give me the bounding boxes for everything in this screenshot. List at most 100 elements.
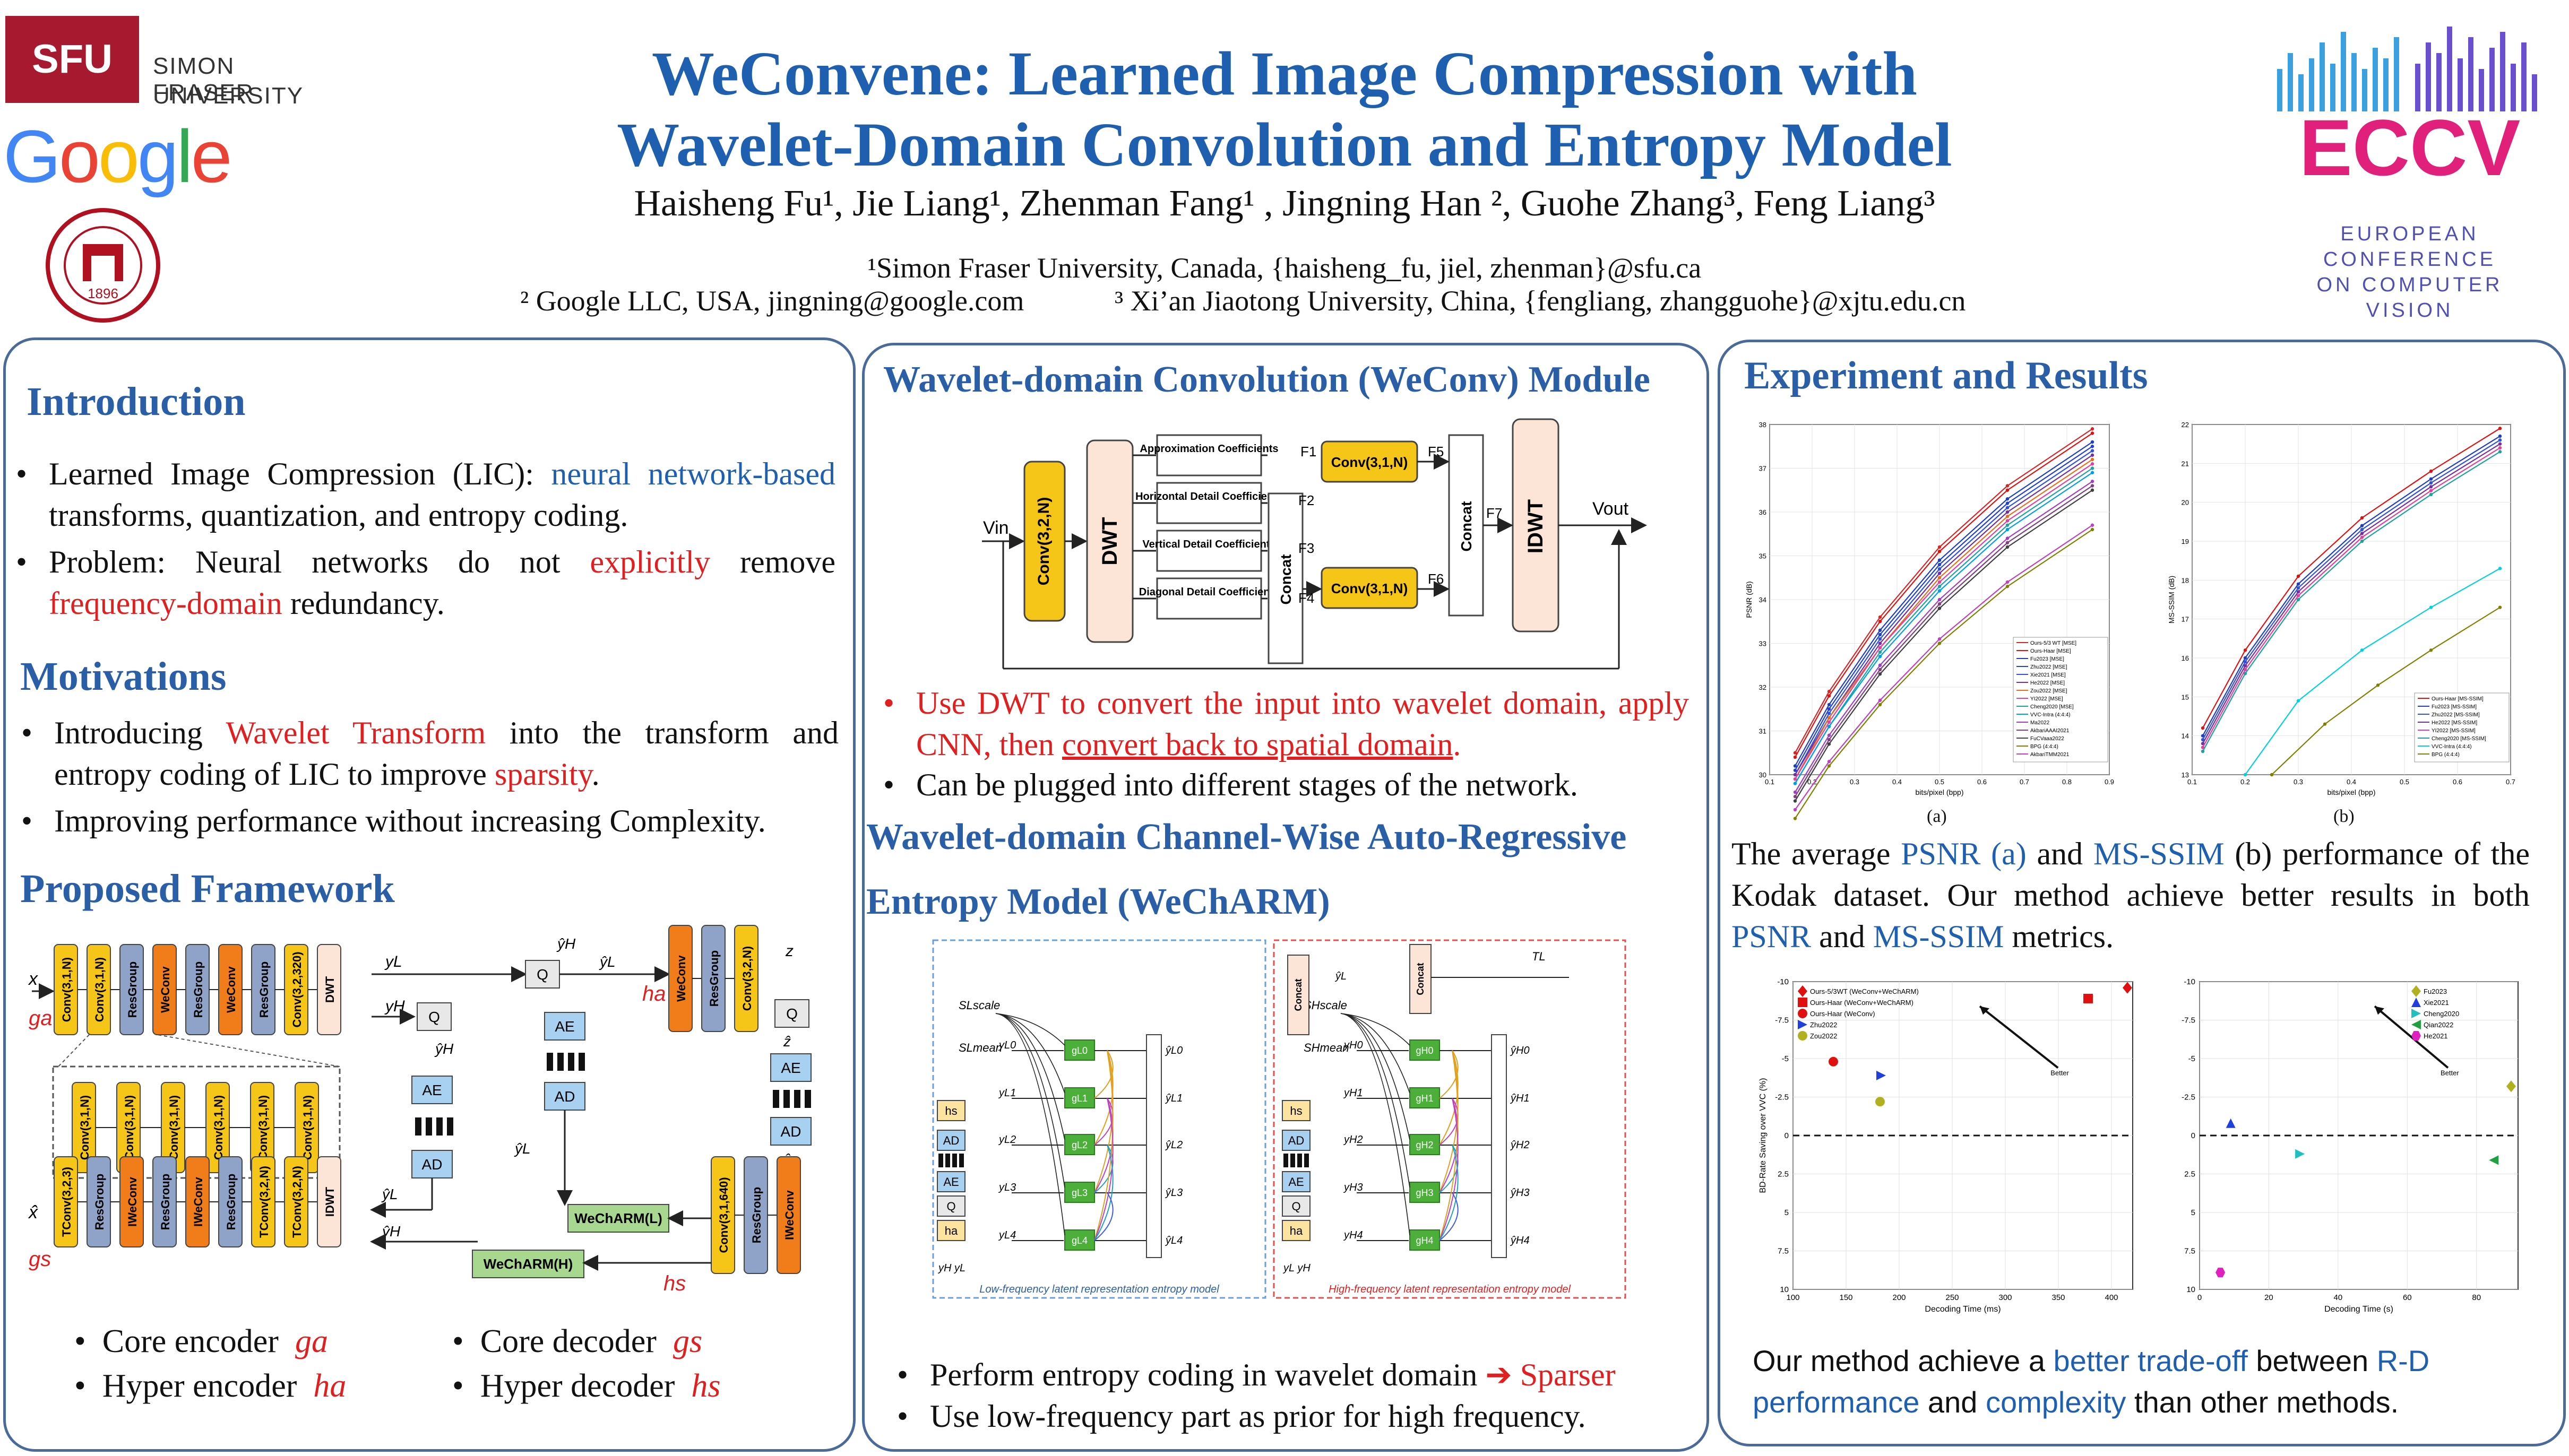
series-point — [1827, 690, 1831, 694]
series-point — [2090, 449, 2094, 453]
coef-box — [1156, 434, 1262, 476]
wc-g-label: gH0 — [1416, 1045, 1433, 1056]
fw-block-label: Conv(3,1,N) — [78, 1095, 91, 1160]
fw-ad1: AD — [422, 1156, 443, 1173]
series-point — [2429, 489, 2433, 492]
y-tick-label: 5 — [2191, 1208, 2195, 1217]
wecharm-bullet-1: •Perform entropy coding in wavelet domai… — [897, 1357, 1616, 1392]
x-tick-label: 0.4 — [1892, 778, 1902, 786]
fw-block-label: ResGroup — [750, 1187, 763, 1243]
better-arrow-head — [2375, 1006, 2384, 1015]
wc-node — [937, 1171, 965, 1192]
y-tick-label: 21 — [2182, 460, 2189, 467]
series-line — [2202, 436, 2501, 736]
series-line — [2202, 439, 2501, 740]
fw-yhatL-bottom: ŷL — [381, 1186, 398, 1202]
x-tick-label: 0.9 — [2105, 778, 2114, 786]
series-point — [2005, 488, 2010, 492]
series-point — [2498, 434, 2502, 438]
series-point — [2090, 466, 2094, 470]
fw-q3: Q — [786, 1006, 798, 1022]
x-tick-label: 0.7 — [2020, 778, 2029, 786]
google-logo: Google — [3, 111, 232, 202]
series-point — [2429, 648, 2433, 652]
scatter-point — [2083, 993, 2093, 1003]
wc-scale: SHscale — [1304, 999, 1347, 1012]
fw-block-label: Conv(3,2,320) — [290, 951, 304, 1027]
x-tick-label: 0.5 — [2400, 778, 2409, 786]
legend-label: He2021 — [2424, 1032, 2448, 1040]
x-tick-label: 20 — [2264, 1293, 2273, 1302]
wc-node-label: Q — [946, 1200, 955, 1213]
affiliation-2: ² Google LLC, USA, jingning@google.com — [520, 285, 1024, 317]
fw-block-label: IWeConv — [783, 1190, 796, 1240]
fw-block — [777, 1156, 801, 1274]
x-axis-label: bits/pixel (bpp) — [2327, 788, 2375, 796]
wc-in-label: yL1 — [998, 1087, 1016, 1099]
scatter-point — [2215, 1268, 2226, 1278]
x-tick-label: 0.4 — [2347, 778, 2356, 786]
scatter-point — [2123, 982, 2132, 994]
legend-core-encoder: Core encoder — [102, 1323, 279, 1359]
series-point — [2296, 582, 2300, 586]
series-point — [1827, 738, 1831, 742]
scatter-point — [1875, 1097, 1885, 1107]
better-label: Better — [2050, 1069, 2069, 1077]
results-text-1: The average PSNR (a) and MS-SSIM (b) per… — [1731, 836, 2530, 954]
legend-label: FuCVaaa2022 — [2030, 736, 2064, 742]
legend-label: Xie2021 [MSE] — [2030, 672, 2066, 678]
sfu-logo: SFU SIMON FRASER UNIVERSITY — [5, 16, 303, 111]
series-point — [1827, 703, 1831, 707]
series-point — [1878, 650, 1882, 654]
y-tick-label: 10 — [2186, 1285, 2195, 1294]
series-line — [2202, 443, 2501, 744]
series-point — [2005, 585, 2010, 588]
motivations-heading: Motivations — [20, 654, 227, 699]
series-point — [1937, 580, 1942, 584]
scatter-point — [2489, 1155, 2499, 1165]
scatter-point — [1798, 998, 1807, 1007]
series-point — [2296, 699, 2300, 703]
wc-node-label: AE — [943, 1175, 959, 1189]
series-point — [1878, 672, 1882, 676]
y-tick-label: 17 — [2182, 616, 2189, 623]
weconv-idwt: IDWT — [1524, 499, 1547, 553]
series-point — [2090, 527, 2094, 532]
fw-block-label: DWT — [323, 976, 337, 1003]
weconv-diagram: Vin Conv(3,2,N) DWT Approximation Coeffi… — [982, 414, 1672, 679]
y-tick-label: 13 — [2182, 771, 2189, 779]
scatter-point — [1798, 985, 1807, 997]
series-point — [2360, 532, 2364, 535]
series-point — [2498, 450, 2502, 454]
weconv-f1: F1 — [1300, 444, 1316, 460]
x-tick-label: 0.6 — [2453, 778, 2462, 786]
x-tick-label: 0.1 — [2187, 778, 2197, 786]
series-point — [2296, 590, 2300, 594]
series-point — [2360, 648, 2364, 652]
series-point — [1937, 602, 1942, 606]
y-tick-label: 10 — [1780, 1285, 1789, 1294]
wc-g-block — [1409, 1229, 1440, 1251]
wc-concat-label-1: Concat — [1293, 978, 1304, 1011]
y-axis-label: PSNR (dB) — [1745, 581, 1753, 618]
wc-g-label: gL0 — [1072, 1045, 1088, 1056]
series-line — [1795, 446, 2093, 771]
xjtu-seal-icon: 1896 — [45, 207, 161, 326]
fw-block-label: WeConv — [225, 966, 238, 1012]
series-point — [1827, 733, 1831, 737]
wc-g-block — [1409, 1039, 1440, 1061]
fw-q1: Q — [428, 1009, 440, 1025]
y-tick-label: 14 — [2182, 732, 2189, 740]
poster-authors: Haisheng Fu¹, Jie Liang¹, Zhenman Fang¹ … — [634, 183, 1935, 224]
legend-right: • Core decoder gs • Hyper decoder hs — [452, 1323, 721, 1404]
series-point — [2005, 510, 2010, 514]
x-tick-label: 0.2 — [2240, 778, 2250, 786]
fw-block-label: Conv(3,1,N) — [60, 957, 73, 1022]
series-point — [1878, 642, 1882, 645]
weconv-f4: F4 — [1298, 590, 1314, 606]
wc-node-label: ha — [1290, 1224, 1303, 1237]
series-point — [1827, 742, 1831, 746]
series-point — [2201, 738, 2205, 742]
x-tick-label: 0 — [2197, 1293, 2202, 1302]
series-point — [1937, 589, 1942, 593]
